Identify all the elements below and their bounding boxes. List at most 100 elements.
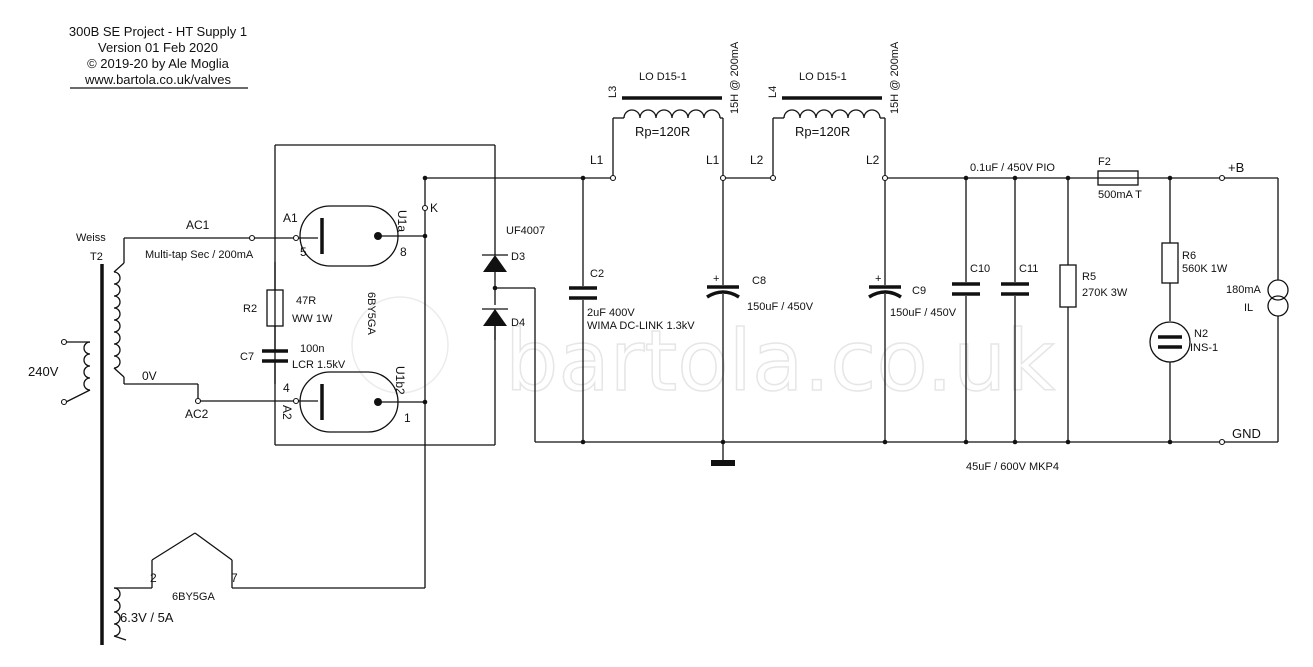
c8-polarity: + xyxy=(713,273,719,285)
r6-ref: R6 xyxy=(1182,250,1196,262)
l4-ref: L4 xyxy=(767,86,779,98)
n2-value: INS-1 xyxy=(1190,342,1218,354)
title-line-1: 300B SE Project - HT Supply 1 xyxy=(69,24,247,39)
l4-coil xyxy=(783,109,881,119)
u1b-pin-4: 4 xyxy=(283,381,290,395)
c11-ref: C11 xyxy=(1019,263,1038,275)
current-sink-value: 180mA xyxy=(1226,284,1262,296)
l4-terminal-1 xyxy=(769,174,777,182)
l4-t2-label: L2 xyxy=(866,153,880,167)
heater-pin-7: 7 xyxy=(231,571,238,585)
transformer-ref: T2 xyxy=(90,251,103,263)
heater-pin-2: 2 xyxy=(150,571,157,585)
c2-desc: WIMA DC-LINK 1.3kV xyxy=(587,320,695,332)
l3-part: LO D15-1 xyxy=(639,71,687,83)
c7-desc: LCR 1.5kV xyxy=(292,359,346,371)
mkp-cap-label: 45uF / 600V MKP4 xyxy=(966,461,1059,473)
d3-diode xyxy=(483,255,507,272)
title-line-3: © 2019-20 by Ale Moglia xyxy=(87,56,230,71)
u1a-pin-8: 8 xyxy=(400,245,407,259)
ground-symbol xyxy=(711,460,735,466)
c9-ref: C9 xyxy=(912,285,926,297)
primary-terminal-top xyxy=(60,338,68,346)
ac1-label: AC1 xyxy=(186,218,210,232)
l4-rp: Rp=120R xyxy=(795,124,850,139)
neon-n2: N2 INS-1 xyxy=(1149,321,1218,445)
choke-l4: L4 LO D15-1 15H @ 200mA Rp=120R L2 L2 xyxy=(750,41,901,182)
bypass-cap-label: 0.1uF / 450V PIO xyxy=(970,162,1055,174)
c8-value: 150uF / 450V xyxy=(747,301,814,313)
r5-value: 270K 3W xyxy=(1082,287,1128,299)
transformer-brand: Weiss xyxy=(76,232,106,244)
zero-volt-label: 0V xyxy=(142,369,157,383)
capacitor-c11: C11 xyxy=(1001,175,1038,445)
capacitor-c10: C10 xyxy=(952,175,990,445)
b-plus-label: +B xyxy=(1228,160,1244,175)
u1a-cathode xyxy=(374,232,382,240)
ac2-label: AC2 xyxy=(185,407,209,421)
secondary-description: Multi-tap Sec / 200mA xyxy=(145,249,254,261)
ht-secondary-winding xyxy=(113,271,121,369)
f2-ref: F2 xyxy=(1098,156,1111,168)
heater-winding-label: 6.3V / 5A xyxy=(120,610,174,625)
b-plus-rail: +B xyxy=(425,160,1278,182)
k-terminal xyxy=(421,204,429,212)
capacitor-c2: C2 2uF 400V WIMA DC-LINK 1.3kV xyxy=(569,175,695,445)
l3-t2-label: L1 xyxy=(706,153,720,167)
heater-winding xyxy=(113,587,121,637)
diode-part-label: UF4007 xyxy=(506,225,545,237)
u1b-pin-1: 1 xyxy=(404,411,411,425)
l4-terminal-2 xyxy=(881,174,889,182)
title-line-2: Version 01 Feb 2020 xyxy=(98,40,218,55)
l3-coil xyxy=(623,109,721,119)
u1a-label: U1a xyxy=(395,210,409,232)
c2-ref: C2 xyxy=(590,268,604,280)
l4-t1-label: L2 xyxy=(750,153,764,167)
choke-l3: L3 LO D15-1 15H @ 200mA Rp=120R L1 L1 xyxy=(590,41,741,182)
gnd-terminal xyxy=(1218,438,1226,446)
l3-terminal-2 xyxy=(719,174,727,182)
l3-t1-label: L1 xyxy=(590,153,604,167)
r6-value: 560K 1W xyxy=(1182,263,1228,275)
title-url: www.bartola.co.uk/valves xyxy=(84,72,231,87)
l3-terminal-1 xyxy=(609,174,617,182)
u1b-a2-label: A2 xyxy=(280,405,294,420)
watermark-circle xyxy=(351,296,449,394)
primary-terminal-bottom xyxy=(60,398,68,406)
watermark: bartola.co.uk xyxy=(505,312,1055,410)
k-label: K xyxy=(430,201,438,215)
resistor-r5: R5 270K 3W xyxy=(1059,175,1128,445)
rectifier-tube-label: 6BY5GA xyxy=(365,292,377,335)
u1a-a1-label: A1 xyxy=(283,211,298,225)
ac1-terminal xyxy=(248,234,256,242)
transformer-t2: Weiss T2 240V AC1 Multi-tap Sec / 200mA … xyxy=(28,218,296,645)
n2-ref: N2 xyxy=(1194,328,1208,340)
u1b-cathode xyxy=(374,398,382,406)
b-plus-terminal xyxy=(1218,174,1226,182)
primary-voltage: 240V xyxy=(28,364,59,379)
capacitor-c8: + C8 150uF / 450V xyxy=(706,180,814,445)
gnd-label: GND xyxy=(1232,426,1261,441)
l3-spec: 15H @ 200mA xyxy=(729,41,741,114)
heater-connection: 2 7 6BY5GA xyxy=(150,402,426,603)
r2-value: 47R xyxy=(296,295,316,307)
c2-value: 2uF 400V xyxy=(587,307,635,319)
l4-spec: 15H @ 200mA xyxy=(889,41,901,114)
d4-label: D4 xyxy=(511,317,525,329)
capacitor-c9: + C9 150uF / 450V xyxy=(868,180,957,445)
l4-part: LO D15-1 xyxy=(799,71,847,83)
current-sink: 180mA IL xyxy=(1226,279,1289,317)
f2-value: 500mA T xyxy=(1098,189,1142,201)
r2-ref: R2 xyxy=(243,303,257,315)
l3-ref: L3 xyxy=(607,86,619,98)
u1a-pin-5: 5 xyxy=(300,245,307,259)
fuse-f2: F2 500mA T xyxy=(1097,156,1142,201)
l3-rp: Rp=120R xyxy=(635,124,690,139)
ground-rail: GND xyxy=(535,178,1279,466)
current-sink-ref: IL xyxy=(1244,302,1253,314)
heater-tube-label: 6BY5GA xyxy=(172,591,215,603)
c7-ref: C7 xyxy=(240,351,254,363)
c7-value: 100n xyxy=(300,343,324,355)
c8-ref: C8 xyxy=(752,275,766,287)
